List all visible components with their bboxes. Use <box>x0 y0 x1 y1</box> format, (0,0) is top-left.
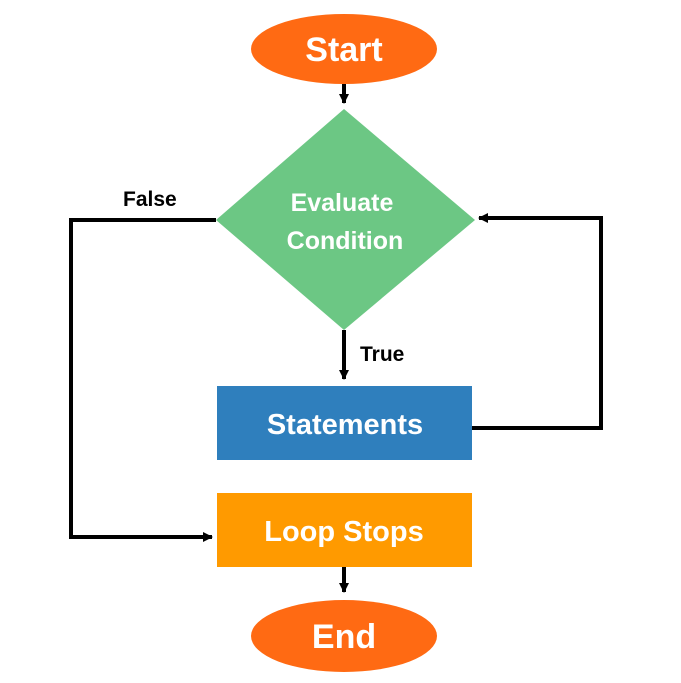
connector-condition-false-to-loop-stops <box>69 218 216 542</box>
statements-label: Statements <box>267 409 423 441</box>
true-branch-label: True <box>360 343 404 366</box>
connector-statements-loop-back <box>472 213 603 430</box>
condition-label-line1: Evaluate <box>291 189 394 217</box>
false-branch-label: False <box>123 188 177 211</box>
loop-stops-label: Loop Stops <box>264 516 423 548</box>
end-terminal <box>251 600 437 672</box>
start-label: Start <box>305 31 382 69</box>
loop-stops-process <box>217 493 472 567</box>
condition-label-line2: Condition <box>287 227 404 255</box>
end-label: End <box>312 618 376 656</box>
evaluate-condition-decision <box>216 109 475 330</box>
start-terminal <box>251 14 437 84</box>
statements-process <box>217 386 472 460</box>
